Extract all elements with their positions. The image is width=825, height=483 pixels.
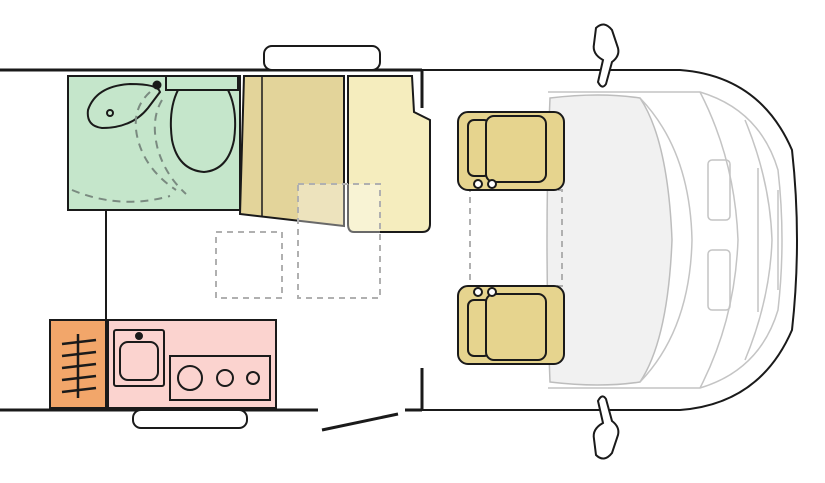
cab-body-outline bbox=[422, 69, 798, 411]
door-icon bbox=[321, 412, 399, 432]
dinette bbox=[215, 183, 563, 299]
table-extension-left bbox=[215, 231, 283, 299]
toilet-icon bbox=[165, 75, 239, 174]
window-bottom bbox=[132, 409, 248, 429]
headlight-upper bbox=[707, 159, 731, 221]
hob-icon bbox=[169, 355, 271, 401]
basin-drain bbox=[106, 109, 114, 117]
seat-driver bbox=[457, 111, 565, 191]
kitchen bbox=[107, 319, 277, 409]
bed-bench-left bbox=[238, 75, 345, 228]
windscreen bbox=[546, 94, 673, 386]
sink-icon bbox=[113, 329, 165, 387]
mirror-top bbox=[592, 23, 620, 88]
dashboard-line bbox=[639, 97, 693, 383]
seat-passenger bbox=[457, 285, 565, 365]
cab-seats bbox=[457, 111, 565, 365]
bonnet-line-1 bbox=[699, 91, 739, 389]
mirror-icon bbox=[592, 23, 620, 460]
basin-tap bbox=[152, 80, 162, 90]
kitchen-counter bbox=[107, 319, 277, 409]
door-leaf bbox=[321, 412, 399, 432]
table-extension-center bbox=[297, 183, 381, 299]
headlight-lower bbox=[707, 249, 731, 311]
bonnet-line-2 bbox=[744, 119, 773, 361]
mirror-bottom bbox=[592, 395, 620, 460]
bed bbox=[238, 75, 431, 233]
basin-icon bbox=[86, 80, 162, 130]
wardrobe bbox=[49, 319, 107, 409]
vehicle-cab bbox=[422, 69, 798, 411]
bathroom bbox=[67, 75, 241, 211]
toilet-bowl bbox=[169, 89, 237, 174]
cab-inner-outline bbox=[548, 91, 783, 389]
bed-bench-right bbox=[347, 75, 431, 233]
window-icon bbox=[132, 45, 381, 429]
hanger-rail-icon bbox=[61, 334, 97, 398]
shower-swing-indicator bbox=[71, 91, 187, 203]
basin-bowl bbox=[86, 82, 162, 130]
bathroom-area bbox=[67, 75, 241, 211]
window-top bbox=[263, 45, 381, 71]
